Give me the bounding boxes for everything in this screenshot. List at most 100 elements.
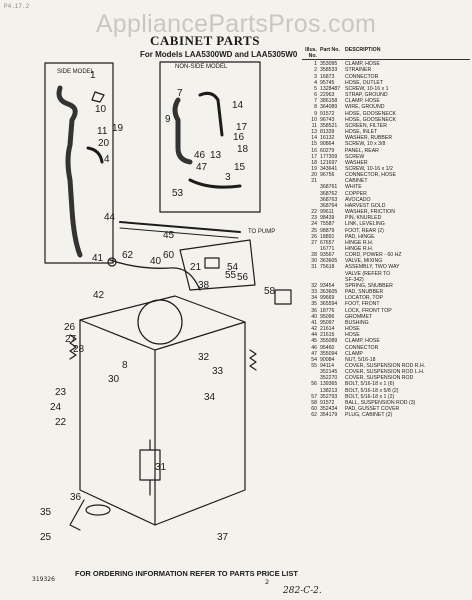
description: VALVE (REFER TO [345,270,391,277]
illus-no: 14 [311,135,317,142]
part-no: 352270 [320,375,338,382]
illus-no: 21 [311,178,317,185]
illus-no: 1 [314,61,317,68]
illus-no: 60 [311,406,317,413]
description: SF-342) [345,276,364,283]
description: SCREW, 10 x 3/8 [345,141,386,148]
description: BOLT, 5/16-18 x 1 (2) [345,393,395,400]
part-no: 81339 [320,129,335,136]
header-part-no: Part No. [320,47,340,53]
callout-19: 19 [112,123,124,134]
cord-plug [107,257,117,267]
document-code: 319326 [32,576,55,583]
part-no: 368764 [320,202,338,209]
exploded-diagram: SIDE MODEL NON-SIDE MODEL TO PUMP A-9326… [40,61,292,543]
part-no: 139365 [320,381,338,388]
part-no: 99611 [320,209,335,216]
part-no: 96756 [320,172,335,179]
part-no: 16873 [320,73,335,80]
hose-clamp [91,91,105,103]
description: AVOCADO [345,196,371,203]
callout-17: 17 [236,122,248,133]
callout-18: 18 [237,144,249,155]
illus-no: 33 [311,289,317,296]
callout-36: 36 [70,492,82,503]
callout-55: 55 [225,270,237,281]
part-no: 368763 [320,196,338,203]
callout-60: 60 [163,250,175,261]
illus-no: 10 [311,116,317,123]
description: CONNECTOR [345,73,379,80]
part-no: 90084 [320,356,335,363]
description: CONNECTOR, HOSE [345,172,396,179]
cabinet-front [79,319,156,526]
part-no: 67657 [320,239,335,246]
callout-7: 7 [177,88,183,99]
illus-no: 5 [314,85,317,92]
illus-no: 41 [311,319,317,326]
side-model-frame [44,62,114,264]
description: PAD, GUSSET COVER [345,406,400,413]
description: WIRE, GROUND [345,104,385,111]
rear-panel [179,239,256,291]
part-no: 354179 [320,412,338,419]
part-no: 368762 [320,190,338,197]
illus-no: 35 [311,301,317,308]
description: HOSE [345,332,360,339]
part-no: 1328487 [320,85,341,92]
description: CABINET [345,178,368,185]
snubber-spring [69,334,77,360]
illus-no: 26 [311,233,317,240]
illus-no: 62 [311,412,317,419]
parts-row: SF-342) [302,277,470,283]
callout-38: 38 [198,280,210,291]
description: CLAMP, HOSE [345,61,380,68]
description: LOCK, FRONT TOP [345,307,392,314]
cabinet-top [79,295,246,351]
corner-stamp: P4.17.2 [4,3,30,10]
illus-no: 57 [311,393,317,400]
illus-no: 47 [311,350,317,357]
part-no: 96743 [320,116,335,123]
description: HOSE, INLET [345,129,378,136]
description: PIN, KNURLED [345,215,382,222]
illus-no: 46 [311,344,317,351]
callout-56: 56 [237,272,249,283]
description: STRAP, GROUND [345,92,388,99]
illus-no: 54 [311,356,317,363]
callout-31: 31 [155,462,167,473]
part-no: 21615 [320,332,335,339]
callout-3: 3 [225,172,231,183]
page-subtitle: For Models LAA5300WD and LAA5305W0 [140,50,298,59]
part-no: 93567 [320,252,335,259]
illus-no: 18 [311,159,317,166]
description: SCREEN, FILTER [345,122,387,129]
part-no: 363605 [320,258,338,265]
description: VALVE, MIXING [345,258,383,265]
description: BALL, SUSPENSION ROD (3) [345,399,416,406]
callout-26: 26 [64,322,76,333]
side-model-label: SIDE MODEL [57,69,95,75]
description: SCREW, 10-16 x 1/2 [345,165,393,172]
illus-no: 55 [311,362,317,369]
non-side-hose [172,97,193,165]
description: HARVEST GOLD [345,202,386,209]
description: FOOT, REAR (2) [345,227,384,234]
callout-20: 20 [98,138,110,149]
part-no: 22963 [320,92,335,99]
callout-4: 4 [104,154,110,165]
